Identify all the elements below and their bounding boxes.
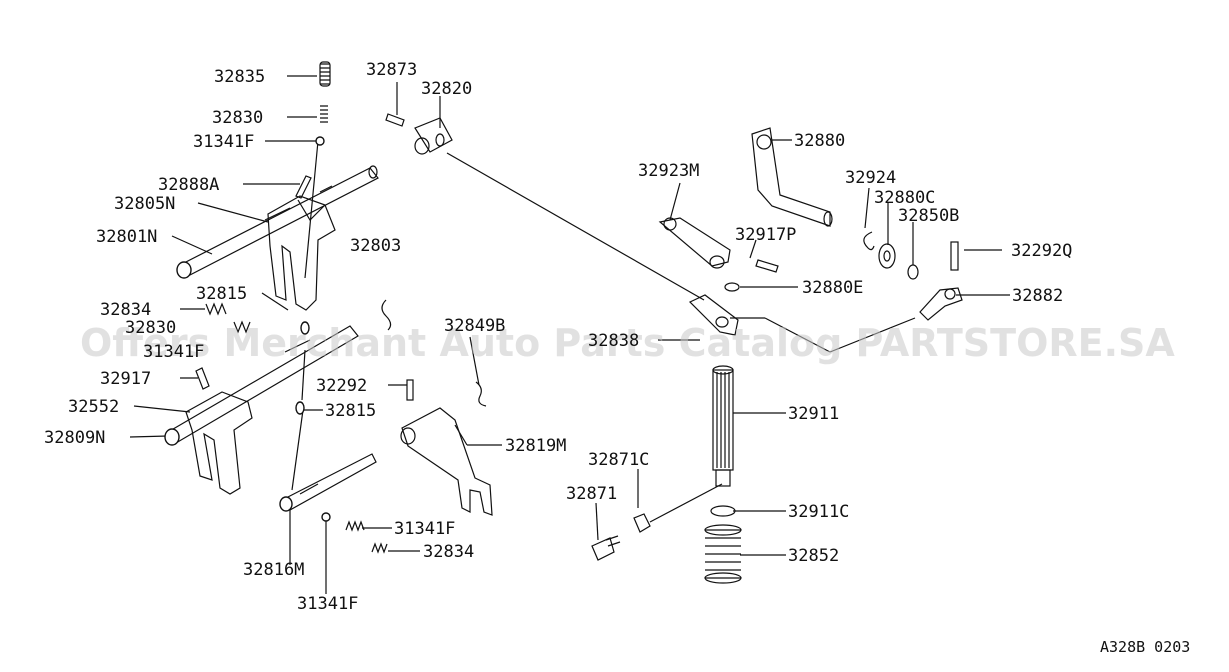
label-32880: 32880	[794, 131, 845, 151]
rod-32816M	[279, 453, 377, 512]
label-32809N: 32809N	[44, 428, 105, 448]
label-31341F: 31341F	[394, 519, 455, 539]
label-32815: 32815	[325, 401, 376, 421]
washer-32911C	[710, 505, 736, 517]
label-32834: 32834	[423, 542, 474, 562]
label-31341F: 31341F	[297, 594, 358, 614]
lever-32838	[688, 294, 739, 336]
label-31341F: 31341F	[193, 132, 254, 152]
pin-32873	[385, 113, 405, 127]
label-32830: 32830	[125, 318, 176, 338]
spring-32835	[319, 61, 331, 87]
shaft-32911	[712, 365, 734, 487]
label-32911: 32911	[788, 404, 839, 424]
ball-31341F	[315, 136, 325, 146]
label-32830: 32830	[212, 108, 263, 128]
pin-32917P	[755, 259, 779, 273]
pin-32292Q	[950, 241, 959, 271]
label-32819M: 32819M	[505, 436, 566, 456]
label-32801N: 32801N	[96, 227, 157, 247]
leader-lines	[129, 75, 1010, 594]
shaft-32880	[751, 127, 833, 227]
label-32292: 32292	[316, 376, 367, 396]
label-32805N: 32805N	[114, 194, 175, 214]
label-32852: 32852	[788, 546, 839, 566]
block-32820	[414, 117, 453, 155]
shift-fork-32805N	[267, 195, 336, 311]
fork-rod-32801N	[176, 165, 379, 279]
pin-32917	[195, 367, 210, 390]
lever-32882	[919, 287, 963, 321]
label-31341F: 31341F	[143, 342, 204, 362]
spring-31341Fc	[345, 520, 365, 532]
spring-32830	[320, 105, 328, 123]
pin-32888A	[295, 175, 312, 199]
label-32871C: 32871C	[588, 450, 649, 470]
label-32820: 32820	[421, 79, 472, 99]
watermark-text: Offers Merchant Auto Parts Catalog PARTS…	[80, 321, 1175, 365]
ring-32880E	[724, 282, 740, 292]
washer-32880C	[878, 243, 896, 269]
label-32888A: 32888A	[158, 175, 219, 195]
spring-32834a	[205, 302, 227, 316]
label-32552: 32552	[68, 397, 119, 417]
lever-32923M	[658, 217, 731, 269]
shift-fork-32552	[185, 391, 253, 495]
label-32815: 32815	[196, 284, 247, 304]
bracket-32871C	[633, 513, 651, 533]
label-32924: 32924	[845, 168, 896, 188]
label-32873: 32873	[366, 60, 417, 80]
label-32880C: 32880C	[874, 188, 935, 208]
ball-32815b	[295, 401, 305, 415]
plug-32850B	[907, 264, 919, 280]
part-labels: 32835 32830 31341F 32888A 32805N 32801N …	[44, 60, 1072, 614]
label-32803: 32803	[350, 236, 401, 256]
label-32871: 32871	[566, 484, 617, 504]
label-32911C: 32911C	[788, 502, 849, 522]
spring-32834b	[371, 542, 388, 554]
ball-31341Fd	[321, 512, 331, 522]
bracket-32849B	[475, 381, 487, 407]
label-32292Q: 32292Q	[1011, 241, 1072, 261]
diagram-code: A328B 0203	[1100, 638, 1190, 656]
label-32838: 32838	[588, 331, 639, 351]
label-32849B: 32849B	[444, 316, 505, 336]
fork-rod-32809N	[164, 325, 359, 446]
ball-32815a	[300, 321, 310, 335]
label-32834: 32834	[100, 300, 151, 320]
label-32917P: 32917P	[735, 225, 796, 245]
spring-32852	[704, 524, 742, 584]
label-32850B: 32850B	[898, 206, 959, 226]
label-32816M: 32816M	[243, 560, 304, 580]
label-32917: 32917	[100, 369, 151, 389]
bracket-32803	[381, 299, 392, 331]
label-32923M: 32923M	[638, 161, 699, 181]
label-32882: 32882	[1012, 286, 1063, 306]
clip-32924	[863, 231, 875, 251]
label-32835: 32835	[214, 67, 265, 87]
pin-32292	[406, 379, 414, 401]
fork-32819M	[400, 407, 493, 516]
spring-32830b	[233, 320, 251, 334]
bolt-32871	[591, 535, 621, 561]
label-32880E: 32880E	[802, 278, 863, 298]
